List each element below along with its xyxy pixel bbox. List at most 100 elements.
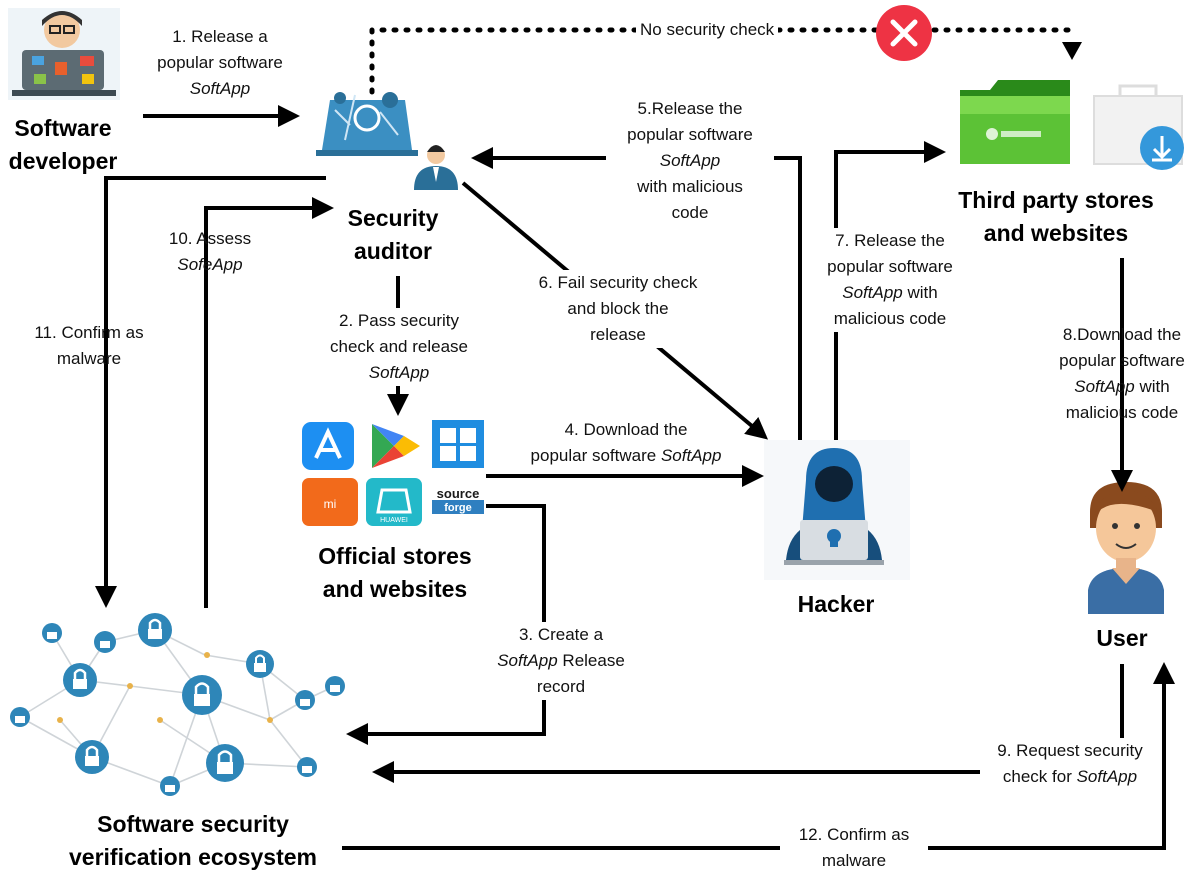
label-line: with malicious	[610, 174, 770, 200]
label-line: popular software	[610, 122, 770, 148]
label-line: 12. Confirm as	[784, 822, 924, 848]
lock-node	[138, 613, 172, 647]
italic-segment: SoftApp	[189, 79, 251, 98]
text-segment: with malicious	[637, 177, 743, 196]
label-line: release	[520, 322, 716, 348]
lock-node	[206, 744, 244, 782]
label-line: 8.Download the	[1046, 322, 1198, 348]
text-segment: 5.Release the	[637, 99, 743, 118]
label-line: SoftApp	[140, 76, 300, 102]
third-party-label: Third party stores and websites	[958, 187, 1154, 246]
mi-badge-label: mi	[324, 497, 337, 511]
edge-12-label: 12. Confirm as malware	[780, 822, 928, 874]
text-segment: release	[590, 325, 646, 344]
lock-node	[295, 690, 315, 710]
text-segment: with	[902, 283, 938, 302]
auditor-icon	[316, 92, 458, 190]
italic-segment: SoftApp	[1076, 767, 1138, 786]
edge-7-line	[834, 141, 946, 440]
italic-segment: SoftApp	[842, 283, 903, 302]
label-line: code	[610, 200, 770, 226]
label-line: popular software	[810, 254, 970, 280]
lock-node	[75, 740, 109, 774]
huawei-badge-label: HUAWEI	[380, 517, 408, 524]
ecosystem-network-icon	[19, 629, 336, 787]
mi-store-icon: mi	[302, 478, 358, 526]
edge-12-line	[342, 662, 1175, 850]
label-line: 11. Confirm as	[14, 320, 164, 346]
edge-6-label: 6. Fail security check and block the relea…	[516, 270, 720, 348]
developer-icon	[8, 8, 120, 100]
text-segment: check and release	[330, 337, 468, 356]
label-line: 9. Request security	[984, 738, 1156, 764]
label-line: popular software	[140, 50, 300, 76]
label-line: malicious code	[1046, 400, 1198, 426]
text-segment: malware	[821, 851, 887, 870]
ecosystem-label: Software security verification ecosystem	[68, 811, 317, 870]
italic-segment: SoftApp	[497, 651, 558, 670]
official-stores-label: Official stores and websites	[318, 543, 472, 602]
lock-node	[42, 623, 62, 643]
text-segment: check for	[1002, 767, 1077, 786]
official-stores-icons: mi HUAWEI source forge	[302, 420, 484, 526]
no-check-label: No security check	[636, 17, 779, 43]
lock-node	[10, 707, 30, 727]
text-segment: malicious code	[833, 309, 947, 328]
lock-node	[160, 776, 180, 796]
lock-node	[297, 757, 317, 777]
blocked-icon	[876, 5, 932, 61]
text-segment: 11. Confirm as	[34, 323, 144, 342]
text-segment: 10. Assess	[168, 229, 252, 248]
text-segment: 9. Request security	[997, 741, 1143, 760]
label-line: and block the	[520, 296, 716, 322]
text-segment: 4. Download the	[564, 420, 688, 439]
text-segment: 1. Release a	[172, 27, 268, 46]
user-icon	[1088, 482, 1164, 614]
label-line: 6. Fail security check	[520, 270, 716, 296]
hacker-icon	[764, 440, 910, 580]
text-segment: 12. Confirm as	[798, 825, 910, 844]
hacker-label: Hacker	[797, 591, 875, 617]
download-box-icon	[1093, 84, 1184, 170]
label-line: 4. Download the	[506, 417, 746, 443]
lock-node	[182, 675, 222, 715]
text-segment: and block the	[567, 299, 669, 318]
label-line: record	[476, 674, 646, 700]
label-line: malicious code	[810, 306, 970, 332]
edge-4-label: 4. Download the popular software SoftApp	[506, 417, 746, 469]
folder-icon	[960, 80, 1070, 164]
lock-node	[94, 631, 116, 653]
sourceforge-icon: source forge	[432, 486, 484, 514]
lock-node	[246, 650, 274, 678]
text-segment: 7. Release the	[835, 231, 945, 250]
label-line: SoftApp with	[1046, 374, 1198, 400]
italic-segment: SoftApp	[659, 151, 721, 170]
italic-segment: SoftApp	[1074, 377, 1135, 396]
italic-segment: SoftApp	[660, 446, 722, 465]
italic-segment: SofeApp	[177, 255, 243, 274]
ecosystem-nodes	[10, 613, 345, 796]
text-segment: popular software	[530, 446, 661, 465]
label-line: popular software	[1046, 348, 1198, 374]
text-segment: code	[671, 203, 709, 222]
label-line: SoftApp	[610, 148, 770, 174]
label-line: No security check	[640, 17, 774, 43]
text-segment: 8.Download the	[1062, 325, 1182, 344]
label-line: SoftApp	[314, 360, 484, 386]
text-segment: record	[536, 677, 586, 696]
label-line: 7. Release the	[810, 228, 970, 254]
edge-5-line	[471, 147, 802, 440]
label-line: SofeApp	[150, 252, 270, 278]
text-segment: popular software	[827, 257, 953, 276]
no-check-arrowhead	[1062, 42, 1082, 60]
lock-node	[63, 663, 97, 697]
edge-3-line	[346, 504, 546, 745]
